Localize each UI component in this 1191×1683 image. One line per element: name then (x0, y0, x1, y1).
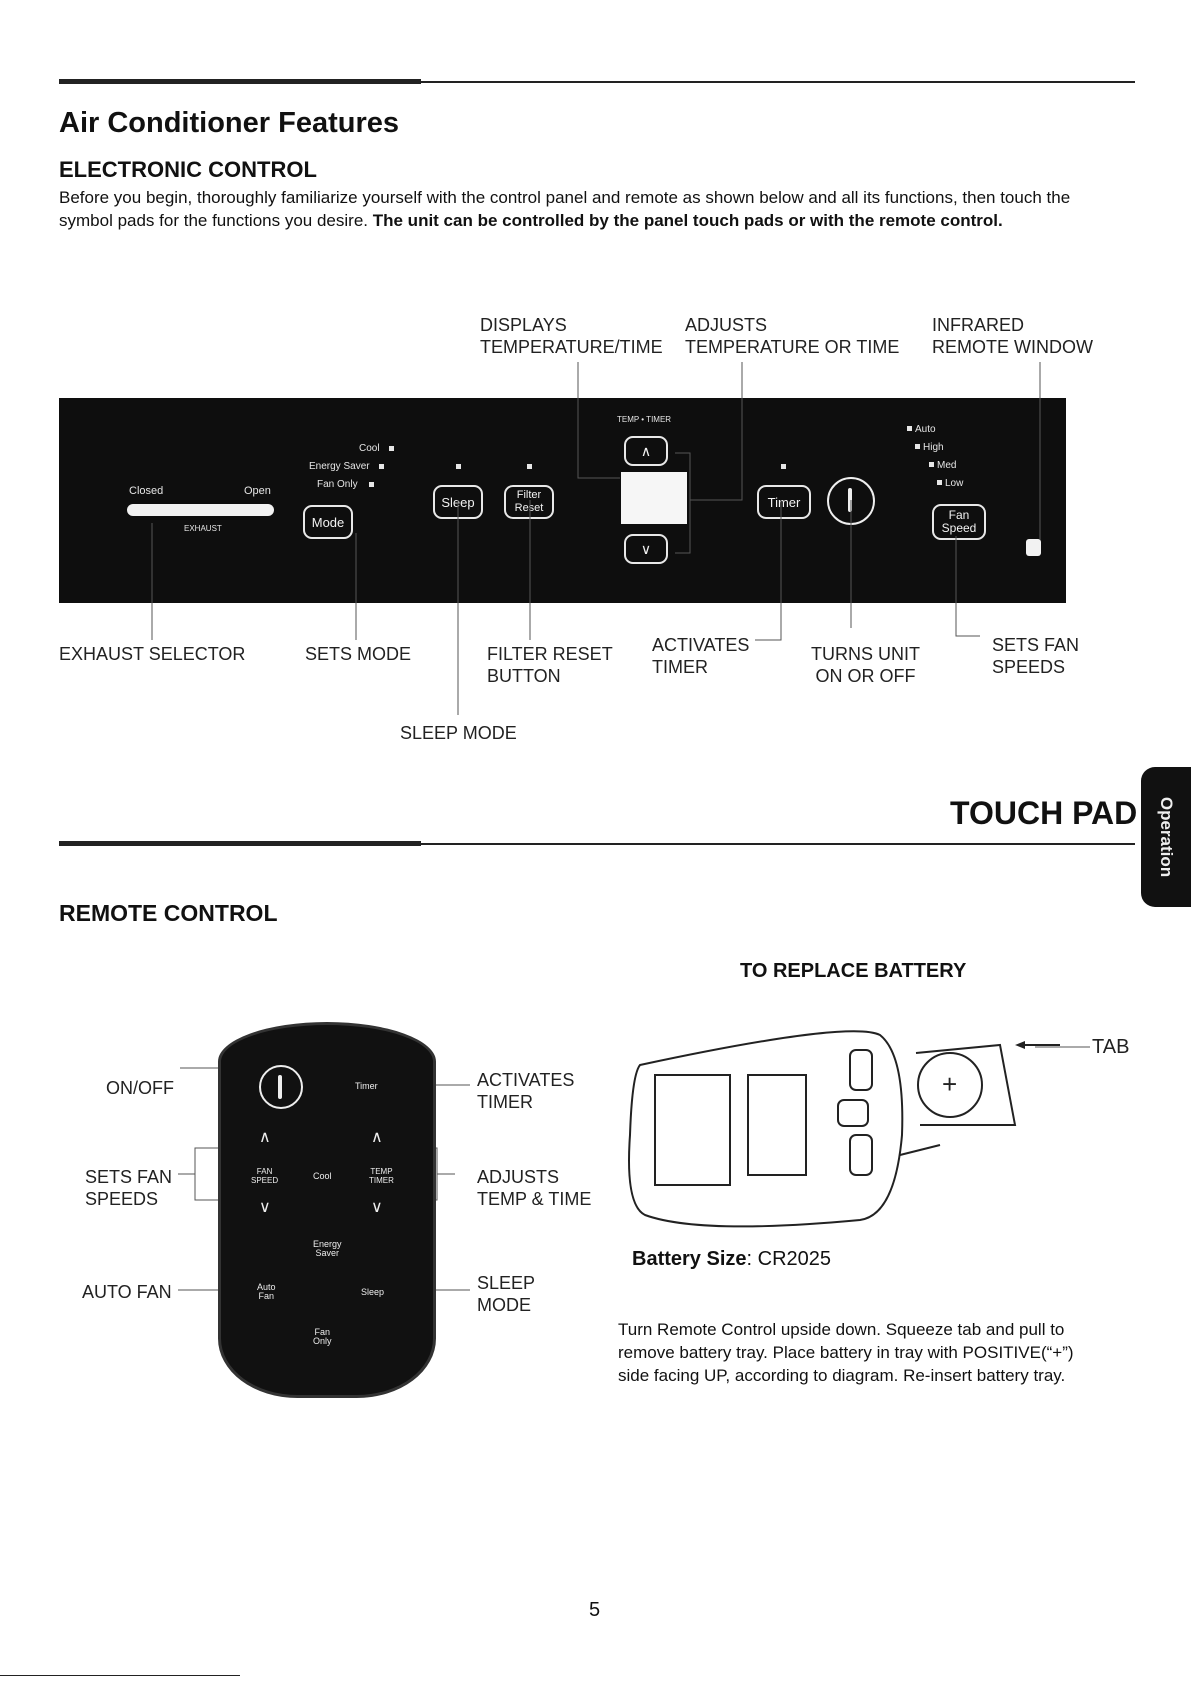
up-button[interactable]: ∧ (624, 436, 668, 466)
remote-label-on-off: ON/OFF (106, 1078, 174, 1098)
temperature-display (621, 472, 687, 524)
mode-indicator-fan-only (369, 482, 374, 487)
remote-timer-button[interactable]: Timer (355, 1081, 378, 1091)
control-panel: Closed Open EXHAUST Cool Energy Saver Fa… (59, 398, 1066, 603)
chevron-up-icon: ∧ (640, 442, 652, 459)
power-icon (278, 1075, 282, 1099)
page-number: 5 (589, 1599, 601, 1621)
remote-temp-down-button[interactable]: ∨ (371, 1200, 383, 1216)
battery-section-title: TO REPLACE BATTERY (740, 960, 967, 982)
battery-size-label: Battery Size (632, 1248, 747, 1270)
page-title: Air Conditioner Features (59, 107, 399, 139)
operation-side-tab: Operation (1141, 767, 1191, 907)
exhaust-closed-label: Closed (129, 485, 164, 497)
fan-option-low: Low (945, 478, 964, 489)
mode-option-cool: Cool (359, 443, 380, 454)
fan-option-high: High (923, 442, 944, 453)
fan-option-med: Med (937, 460, 957, 471)
chevron-down-icon: ∨ (640, 540, 652, 557)
battery-instructions: Turn Remote Control upside down. Squeeze… (618, 1320, 1074, 1385)
fan-indicator-med (929, 462, 934, 467)
svg-text:+: + (942, 1069, 957, 1099)
remote-sleep-button[interactable]: Sleep (361, 1287, 385, 1297)
remote-label-auto-fan: AUTO FAN (82, 1282, 172, 1302)
battery-diagram: + (628, 1030, 1060, 1228)
intro-paragraph: Before you begin, thoroughly familiarize… (59, 186, 1119, 232)
exhaust-label: EXHAUST (184, 524, 222, 533)
sleep-indicator (456, 464, 461, 469)
battery-size: Battery Size: CR2025 (632, 1248, 832, 1270)
exhaust-slider[interactable] (127, 504, 274, 516)
mode-indicator-cool (389, 446, 394, 451)
mode-button[interactable]: Mode (303, 505, 353, 539)
section-title-remote-control: REMOTE CONTROL (59, 900, 278, 926)
header-rule-line (59, 81, 1135, 83)
remote-fan-down-button[interactable]: ∨ (259, 1200, 271, 1216)
touch-pad-heading: TOUCH PAD (950, 795, 1138, 831)
intro-bold-text: The unit can be controlled by the panel … (372, 211, 1003, 230)
mode-option-energy-saver: Energy Saver (309, 461, 370, 472)
timer-button[interactable]: Timer (757, 485, 811, 519)
exhaust-open-label: Open (244, 485, 271, 497)
mode-indicator-energy-saver (379, 464, 384, 469)
timer-indicator (781, 464, 786, 469)
remote-cool-button[interactable]: Cool (313, 1171, 332, 1181)
power-icon (848, 488, 852, 512)
chevron-down-icon: ∨ (371, 1199, 383, 1216)
callout-sleep-mode: SLEEP MODE (400, 723, 517, 743)
section-title-electronic-control: ELECTRONIC CONTROL (59, 157, 317, 182)
infrared-window (1026, 539, 1041, 556)
battery-tab-label: TAB (1092, 1036, 1130, 1058)
remote-rule-line (59, 843, 1135, 845)
mode-option-fan-only: Fan Only (317, 479, 358, 490)
callout-sets-mode: SETS MODE (305, 644, 412, 664)
fan-option-auto: Auto (915, 424, 936, 435)
callout-exhaust-selector: EXHAUST SELECTOR (59, 644, 246, 664)
temp-timer-label: TEMP • TIMER (617, 415, 672, 424)
chevron-up-icon: ∧ (259, 1129, 271, 1146)
intro-plain-text: Before you begin, thoroughly familiarize… (59, 188, 1071, 230)
chevron-up-icon: ∧ (371, 1129, 383, 1146)
remote-power-button[interactable] (259, 1065, 303, 1109)
filter-indicator (527, 464, 532, 469)
down-button[interactable]: ∨ (624, 534, 668, 564)
remote-fan-up-button[interactable]: ∧ (259, 1130, 271, 1146)
battery-size-value: CR2025 (757, 1248, 832, 1270)
chevron-down-icon: ∨ (259, 1199, 271, 1216)
fan-indicator-auto (907, 426, 912, 431)
fan-indicator-high (915, 444, 920, 449)
fan-indicator-low (937, 480, 942, 485)
footer-rule (0, 1675, 240, 1676)
remote-temp-up-button[interactable]: ∧ (371, 1130, 383, 1146)
